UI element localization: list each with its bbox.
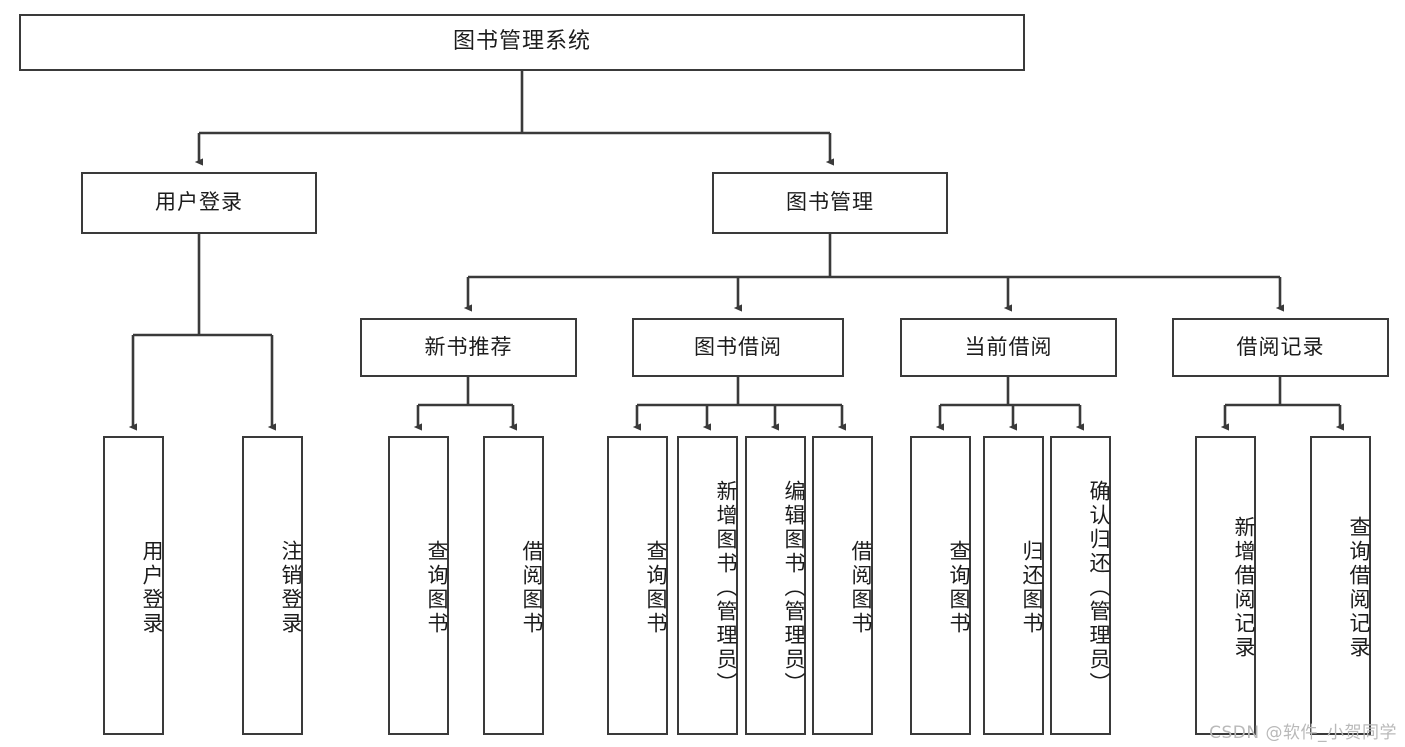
leaf-borrow-edit-book[interactable]: 编辑图书（管理员）	[745, 436, 806, 735]
node-label: 图书管理	[786, 190, 874, 215]
node-label: 注销登录	[279, 539, 303, 636]
leaf-borrow-query-book[interactable]: 查询图书	[607, 436, 668, 735]
leaf-records-query-record[interactable]: 查询借阅记录	[1310, 436, 1371, 735]
leaf-current-return-book[interactable]: 归还图书	[983, 436, 1044, 735]
node-label: 用户登录	[140, 539, 164, 636]
leaf-user-login-logout[interactable]: 注销登录	[242, 436, 303, 735]
leaf-current-query-book[interactable]: 查询图书	[910, 436, 971, 735]
node-label: 新书推荐	[424, 334, 513, 359]
leaf-records-add-record[interactable]: 新增借阅记录	[1195, 436, 1256, 735]
node-label: 查询图书	[947, 539, 971, 636]
node-label: 查询图书	[644, 539, 668, 636]
node-label: 归还图书	[1020, 539, 1044, 636]
node-label: 查询图书	[425, 539, 449, 636]
node-label: 借阅图书	[849, 539, 873, 636]
node-label: 新增借阅记录	[1232, 515, 1256, 660]
node-label: 新增图书（管理员）	[714, 479, 738, 696]
leaf-current-confirm-return[interactable]: 确认归还（管理员）	[1050, 436, 1111, 735]
node-book-borrow[interactable]: 图书借阅	[632, 318, 844, 377]
node-label: 编辑图书（管理员）	[782, 479, 806, 696]
leaf-borrow-add-book[interactable]: 新增图书（管理员）	[677, 436, 738, 735]
node-label: 借阅图书	[520, 539, 544, 636]
node-new-book-recommend[interactable]: 新书推荐	[360, 318, 577, 377]
node-borrow-records[interactable]: 借阅记录	[1172, 318, 1389, 377]
leaf-recommend-query-book[interactable]: 查询图书	[388, 436, 449, 735]
node-label: 确认归还（管理员）	[1087, 479, 1111, 696]
node-label: 图书借阅	[694, 334, 782, 359]
node-current-borrow[interactable]: 当前借阅	[900, 318, 1117, 377]
node-root-system[interactable]: 图书管理系统	[19, 14, 1025, 71]
node-label: 用户登录	[155, 190, 243, 215]
node-label: 查询借阅记录	[1347, 515, 1371, 660]
node-label: 当前借阅	[964, 334, 1053, 359]
leaf-borrow-borrow-book[interactable]: 借阅图书	[812, 436, 873, 735]
node-user-login[interactable]: 用户登录	[81, 172, 317, 234]
csdn-watermark: CSDN @软件_小贺同学	[1209, 723, 1397, 743]
node-label: 借阅记录	[1236, 334, 1325, 359]
leaf-user-login-login[interactable]: 用户登录	[103, 436, 164, 735]
node-book-management[interactable]: 图书管理	[712, 172, 948, 234]
leaf-recommend-borrow-book[interactable]: 借阅图书	[483, 436, 544, 735]
node-label: 图书管理系统	[452, 29, 591, 55]
